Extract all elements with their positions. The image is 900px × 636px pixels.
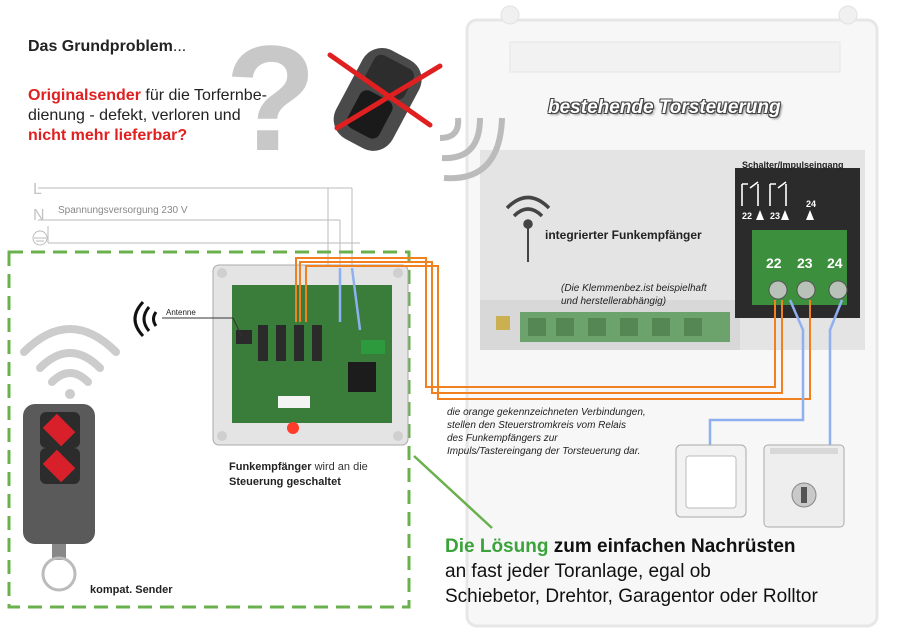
ground-icon <box>32 230 48 246</box>
orange-note-line-4: Impuls/Tastereingang der Torsteuerung da… <box>447 446 641 457</box>
terminal-22: 22 <box>766 255 782 271</box>
title-suffix: ... <box>172 38 187 55</box>
question-mark-icon: ? <box>225 14 317 182</box>
svg-text:?: ? <box>225 14 317 182</box>
radio-receiver <box>212 264 409 446</box>
sender-caption: kompat. Sender <box>90 584 173 596</box>
power-caption: Spannungsversorgung 230 V <box>58 205 188 216</box>
original-remote-icon <box>333 47 422 151</box>
terminal-note-line-1: (Die Klemmenbez.ist beispielhaft <box>561 283 707 294</box>
controller-terminal-strip <box>496 312 730 342</box>
cross-icon <box>327 52 443 131</box>
orange-wires <box>295 257 811 400</box>
solution-line-2: an fast jeder Toranlage, egal ob <box>445 561 711 582</box>
terminal-23: 23 <box>797 255 813 271</box>
symbol-23: 23 <box>770 211 780 221</box>
solution-pointer <box>413 455 493 529</box>
terminal-numbers: 22 23 24 <box>766 255 843 271</box>
problem-text: Originalsender für die Torfernbe- dienun… <box>28 86 267 146</box>
terminal-24: 24 <box>827 255 843 271</box>
solution-frame <box>7 250 411 609</box>
page-title: Das Grundproblem... <box>28 38 186 56</box>
receiver-caption-line-2: Steuerung geschaltet <box>229 476 341 488</box>
terminal-note-line-2: und herstellerabhängig) <box>561 296 667 307</box>
solution-green: Die Lösung <box>445 536 549 557</box>
power-n-label: N <box>33 207 45 224</box>
switch-terminal-block <box>735 168 860 318</box>
problem-highlight-1: Originalsender <box>28 87 141 104</box>
power-lines <box>38 187 360 268</box>
symbol-24: 24 <box>806 199 816 209</box>
orange-note-line-3: des Funkempfängers zur <box>447 433 558 444</box>
symbol-numbers: 22 23 24 <box>742 199 816 221</box>
controller-title: bestehende Torsteuerung <box>548 97 781 118</box>
solution-text: Die Lösung zum einfachen Nachrüsten an f… <box>445 534 818 609</box>
switch-input-label: Schalter/Impulseingang <box>742 160 844 170</box>
integrated-receiver-label: integrierter Funkempfänger <box>545 228 702 242</box>
problem-text-1: für die Torfernbe- <box>140 87 267 104</box>
power-l-label: L <box>33 181 42 198</box>
orange-note-line-2: stellen den Steuerstromkreis vom Relais <box>447 420 626 431</box>
solution-bold: zum einfachen Nachrüsten <box>548 536 796 557</box>
problem-text-2: dienung - defekt, verloren und <box>28 107 241 124</box>
orange-note-line-1: die orange gekennzeichneten Verbindungen… <box>447 407 646 418</box>
problem-highlight-2: nicht mehr lieferbar? <box>28 127 188 144</box>
antenna-icon <box>133 300 243 338</box>
terminal-note: (Die Klemmenbez.ist beispielhaft und her… <box>561 282 707 308</box>
receiver-caption-rest: wird an die <box>311 461 368 473</box>
symbol-22: 22 <box>742 211 752 221</box>
orange-wire-note: die orange gekennzeichneten Verbindungen… <box>447 406 646 458</box>
wall-switch-icon <box>675 444 747 518</box>
receiver-caption: Funkempfänger wird an die Steuerung gesc… <box>229 460 368 490</box>
blue-wires <box>338 267 844 450</box>
signal-waves-icon <box>439 117 505 182</box>
antenna-label: Antenne <box>166 308 196 317</box>
title-text: Das Grundproblem <box>28 38 173 55</box>
integrated-wifi-icon <box>505 195 551 262</box>
solution-line-3: Schiebetor, Drehtor, Garagentor oder Rol… <box>445 586 818 607</box>
key-switch-icon <box>763 444 845 528</box>
sender-wifi-icon <box>20 325 120 399</box>
receiver-caption-bold: Funkempfänger <box>229 461 312 473</box>
compatible-sender-icon <box>23 404 95 592</box>
